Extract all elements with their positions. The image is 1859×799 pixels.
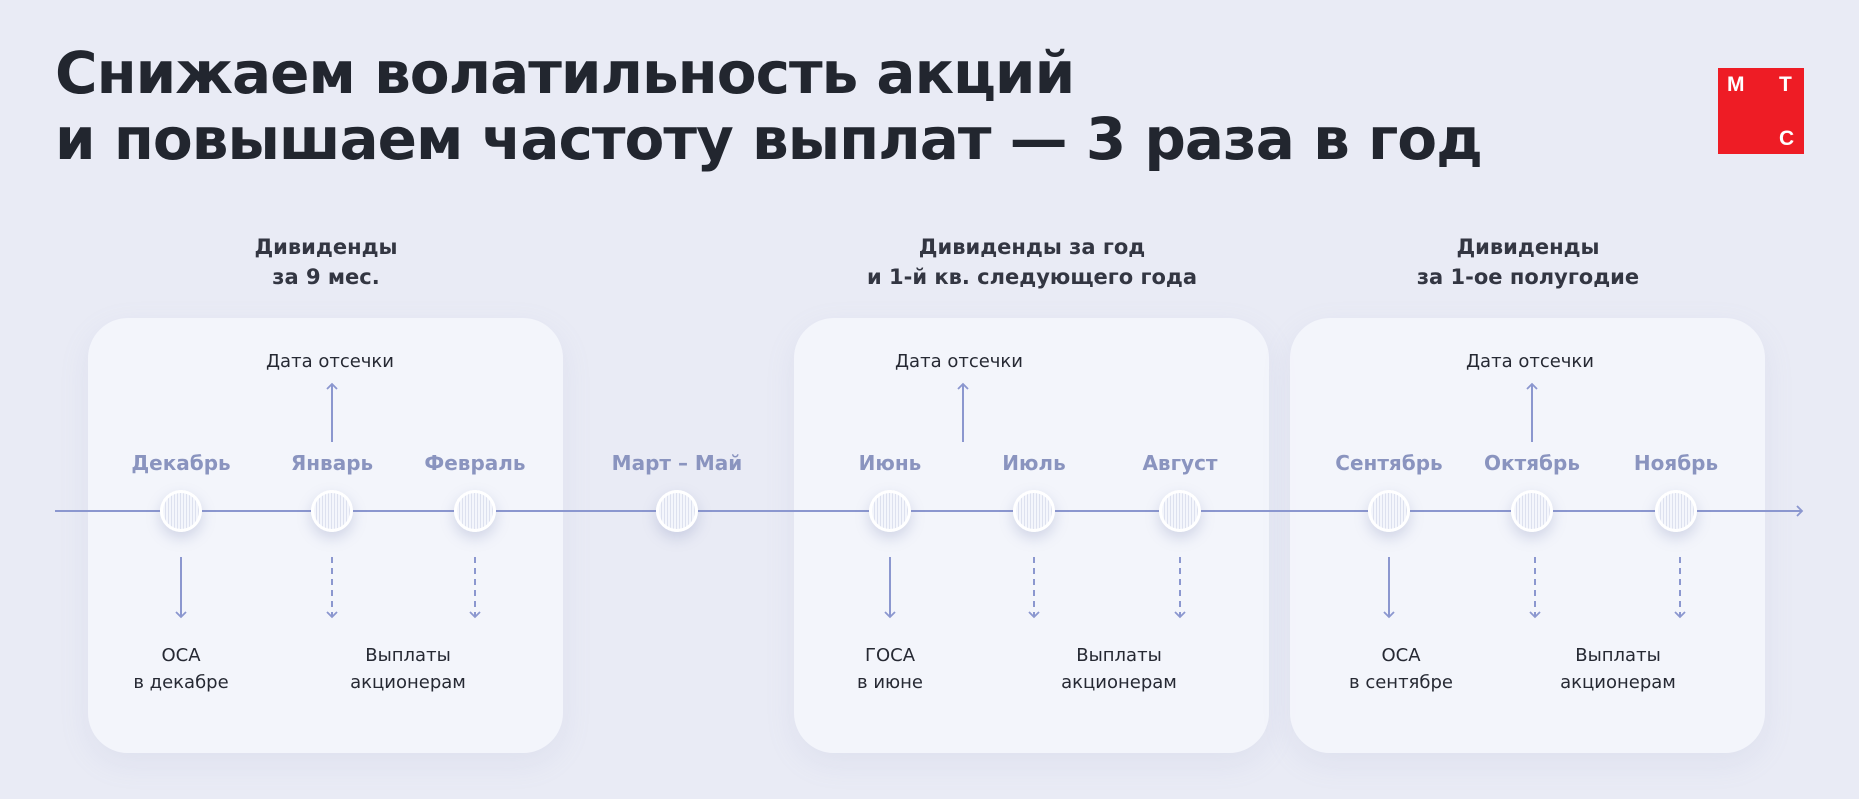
timeline-node-nov	[1655, 490, 1697, 532]
label-line: в сентябре	[1349, 672, 1453, 693]
page-title: Снижаем волатильность акций и повышаем ч…	[55, 39, 1483, 173]
month-label-jul: Июль	[1002, 451, 1066, 475]
timeline-node-aug	[1159, 490, 1201, 532]
month-label-jan: Январь	[290, 451, 374, 475]
month-label-dec: Декабрь	[131, 451, 231, 475]
label-line: ОСА	[161, 645, 201, 666]
month-label-nov: Ноябрь	[1633, 451, 1719, 475]
timeline-node-feb	[454, 490, 496, 532]
payout-label-half-year: Выплаты акционерам	[1508, 642, 1728, 696]
title-line-1: Снижаем волатильность акций	[55, 39, 1075, 107]
group-title-line: Дивиденды	[254, 235, 398, 259]
label-line: акционерам	[350, 672, 466, 693]
group-panel-half-year	[1290, 318, 1765, 753]
timeline-node-mar-may	[656, 490, 698, 532]
payout-label-year: Выплаты акционерам	[1009, 642, 1229, 696]
timeline-node-oct	[1511, 490, 1553, 532]
group-panel-year-q1	[794, 318, 1269, 753]
group-title-line: за 1-ое полугодие	[1416, 265, 1640, 289]
logo-letter-m: М	[1727, 73, 1745, 96]
month-label-oct: Октябрь	[1484, 451, 1580, 475]
group-title-year-q1: Дивиденды за год и 1-й кв. следующего го…	[812, 232, 1252, 292]
label-line: в декабре	[133, 672, 229, 693]
payout-label-9-months: Выплаты акционерам	[298, 642, 518, 696]
month-label-feb: Февраль	[424, 451, 526, 475]
group-title-half-year: Дивиденды за 1-ое полугодие	[1308, 232, 1748, 292]
timeline-node-jun	[869, 490, 911, 532]
month-label-sep: Сентябрь	[1335, 451, 1443, 475]
logo-letter-s: С	[1779, 127, 1795, 150]
label-line: акционерам	[1061, 672, 1177, 693]
label-line: ОСА	[1381, 645, 1421, 666]
group-panel-9-months	[88, 318, 563, 753]
meeting-label-sep: ОСА в сентябре	[1291, 642, 1511, 696]
group-title-9-months: Дивиденды за 9 мес.	[106, 232, 546, 292]
meeting-label-dec: ОСА в декабре	[71, 642, 291, 696]
month-label-jun: Июнь	[858, 451, 922, 475]
month-label-aug: Август	[1142, 451, 1218, 475]
label-line: Выплаты	[365, 645, 451, 666]
record-date-label: Дата отсечки	[1465, 351, 1594, 372]
label-line: акционерам	[1560, 672, 1676, 693]
group-title-line: за 9 мес.	[272, 265, 380, 289]
mts-logo: М Т С	[1718, 68, 1804, 154]
record-date-label: Дата отсечки	[265, 351, 394, 372]
title-line-2: и повышаем частоту выплат — 3 раза в год	[55, 105, 1483, 173]
timeline-node-sep	[1368, 490, 1410, 532]
timeline-node-jan	[311, 490, 353, 532]
label-line: в июне	[856, 672, 924, 693]
logo-letter-t: Т	[1779, 73, 1792, 96]
record-date-label: Дата отсечки	[894, 351, 1023, 372]
group-title-line: Дивиденды за год	[918, 235, 1146, 259]
label-line: ГОСА	[864, 645, 916, 666]
group-title-line: Дивиденды	[1456, 235, 1600, 259]
group-title-line: и 1-й кв. следующего года	[866, 265, 1198, 289]
meeting-label-jun: ГОСА в июне	[780, 642, 1000, 696]
label-line: Выплаты	[1076, 645, 1162, 666]
label-line: Выплаты	[1575, 645, 1661, 666]
timeline-node-dec	[160, 490, 202, 532]
timeline-node-jul	[1013, 490, 1055, 532]
month-label-mar-may: Март – Май	[611, 451, 743, 475]
